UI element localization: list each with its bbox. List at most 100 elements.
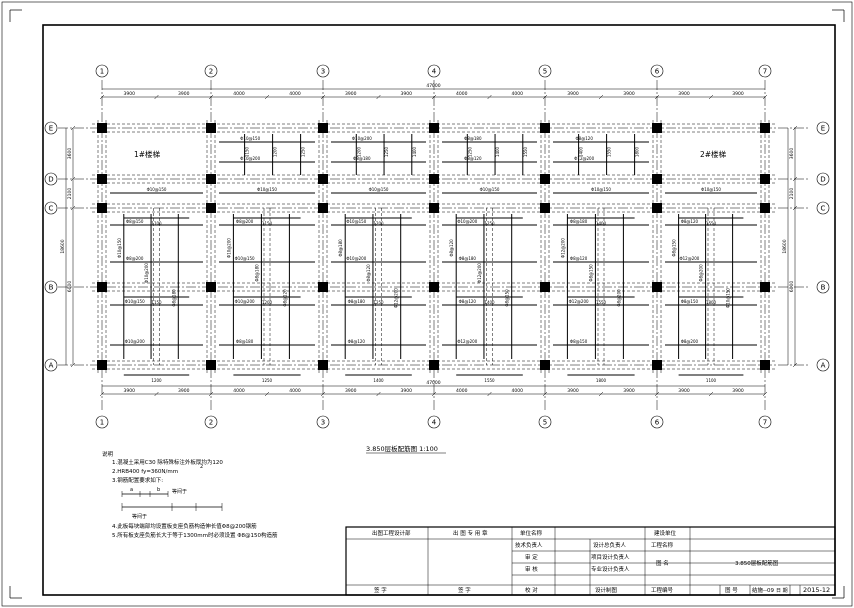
axis-bubble-bottom-1 (204, 415, 218, 429)
dim-bottom-tick-10 (654, 391, 660, 397)
column-5D (540, 174, 550, 184)
rebar-label-67: 1200 (356, 146, 361, 157)
dim-bottom-total: 47000 (426, 380, 440, 386)
dim-top-dim-1: 3900 (178, 91, 190, 97)
dim-bottom-dim-3: 4000 (289, 388, 301, 394)
rebar-label-70: Φ8@180 (464, 136, 482, 141)
column-7A (760, 360, 770, 370)
dim-right-dim-0: 3600 (789, 148, 795, 160)
note-2: 2.HRB400 fy=360N/mm (112, 469, 178, 475)
dim-bottom-tick-2 (208, 391, 214, 397)
rebar-label-10: Φ8@200 (236, 219, 254, 224)
column-6E (652, 123, 662, 133)
axis-bubble-bottom-2-label: 3 (321, 419, 325, 427)
rebar-sample-b: b (157, 487, 160, 493)
dim-top-dim-11: 3900 (732, 91, 744, 97)
tb-drawing-name: 3.850层板配筋图 (735, 559, 779, 567)
tb-client: 建设单位 (654, 529, 677, 537)
axis-bubble-right-3-label: B (821, 284, 826, 292)
tb-check: 校 对 (525, 586, 538, 594)
tb-date-label: 日 期 (776, 588, 788, 594)
rebar-label-48: 1550 (596, 300, 607, 305)
dim-bottom-tick-3 (264, 391, 270, 397)
dim-top-dim-6: 4000 (456, 91, 468, 97)
rebar-label-75: Φ8@120 (576, 136, 594, 141)
rebar-label-22: Φ8@180 (348, 299, 366, 304)
axis-bubble-top-4-label: 5 (543, 68, 547, 76)
dim-bottom-dim-2: 4000 (233, 388, 245, 394)
rebar-label-71: Φ8@120 (464, 156, 482, 161)
rebar-label-81: Φ10@150 (257, 187, 277, 192)
dim-right-dim-2: 6000 (789, 281, 795, 293)
axis-bubble-right-0 (816, 121, 830, 135)
column-2D (206, 174, 216, 184)
dim-bottom-dim-8: 3900 (567, 388, 579, 394)
dim-bottom-tick-1 (154, 391, 159, 397)
note-2-sup: 2 (200, 464, 203, 470)
rebar-label-60: Φ10@150 (240, 136, 260, 141)
rebar-label-62: 1150 (245, 146, 250, 157)
tb-audit: 审 核 (525, 565, 538, 573)
rebar-label-84: Φ10@150 (591, 187, 611, 192)
dim-left-dim-1: 2100 (67, 188, 73, 200)
column-4A (429, 360, 439, 370)
axis-bubble-right-4-label: A (821, 362, 826, 370)
column-1B (97, 282, 107, 292)
axis-bubble-bottom-0 (95, 415, 109, 429)
rebar-label-83: Φ10@150 (480, 187, 500, 192)
rebar-label-40: Φ8@180 (570, 219, 588, 224)
axis-bubble-top-3-label: 4 (432, 68, 437, 76)
axis-bubble-left-0-label: E (49, 125, 53, 133)
tb-seal: 出 图 专 用 章 (453, 529, 488, 537)
rebar-label-49: 1800 (596, 378, 607, 383)
axis-bubble-bottom-5-label: 6 (655, 419, 660, 427)
rebar-label-27: 1200 (373, 221, 384, 226)
dim-top-dim-5: 3900 (401, 91, 413, 97)
column-6A (652, 360, 662, 370)
rebar-label-17: 1150 (262, 221, 273, 226)
dim-bottom-dim-0: 3900 (124, 388, 136, 394)
dim-top-dim-4: 3900 (345, 91, 357, 97)
axis-bubble-top-5-label: 6 (655, 68, 660, 76)
rebar-label-68: 1250 (384, 146, 389, 157)
tb-date: 2015-12 (803, 586, 830, 594)
rebar-label-78: 1550 (607, 146, 612, 157)
dim-bottom-tick-5 (376, 391, 381, 397)
dim-top-tick-11 (708, 94, 714, 100)
column-4B (429, 282, 439, 292)
axis-bubble-left-1 (44, 172, 58, 186)
dim-left-total: 18600 (60, 239, 66, 253)
dim-top-dim-10: 3900 (678, 91, 690, 97)
axis-bubble-bottom-0-label: 1 (100, 419, 104, 427)
column-6D (652, 174, 662, 184)
axis-bubble-top-3 (427, 64, 441, 78)
rebar-label-1: Φ8@200 (126, 256, 144, 261)
dim-left-tick-3 (70, 362, 76, 368)
tb-project: 工程名称 (651, 541, 674, 549)
axis-bubble-top-5 (650, 64, 664, 78)
dim-bottom-tick-8 (542, 391, 548, 397)
sample-eq-1: 等间于 (172, 488, 187, 495)
column-6B (652, 282, 662, 292)
rebar-label-8: 1150 (151, 300, 162, 305)
rebar-label-19: 1250 (262, 378, 273, 383)
column-5E (540, 123, 550, 133)
column-1E (97, 123, 107, 133)
rebar-label-82: Φ10@150 (369, 187, 389, 192)
axis-bubble-top-0-label: 1 (100, 68, 104, 76)
axis-bubble-top-2 (316, 64, 330, 78)
title-block-text: 出图工程设计部 出 图 专 用 章 单位名称 建设单位 技术负责人 设计总负责人… (372, 529, 830, 594)
axis-bubble-bottom-6-label: 7 (763, 419, 767, 427)
dim-bottom-tick-12 (762, 391, 768, 397)
tb-discipline-lead: 专业设计负责人 (591, 565, 630, 573)
rebar-label-66: Φ8@180 (353, 156, 371, 161)
column-1A (97, 360, 107, 370)
rebar-label-52: Φ8@150 (681, 299, 699, 304)
rebar-label-9: 1200 (151, 378, 162, 383)
rebar-label-69: 1400 (412, 146, 417, 157)
column-7C (760, 203, 770, 213)
rebar-label-7: 1100 (151, 221, 162, 226)
dim-top-tick-3 (264, 94, 270, 100)
rebar-label-18: 1200 (262, 300, 273, 305)
axis-bubble-left-2 (44, 201, 58, 215)
